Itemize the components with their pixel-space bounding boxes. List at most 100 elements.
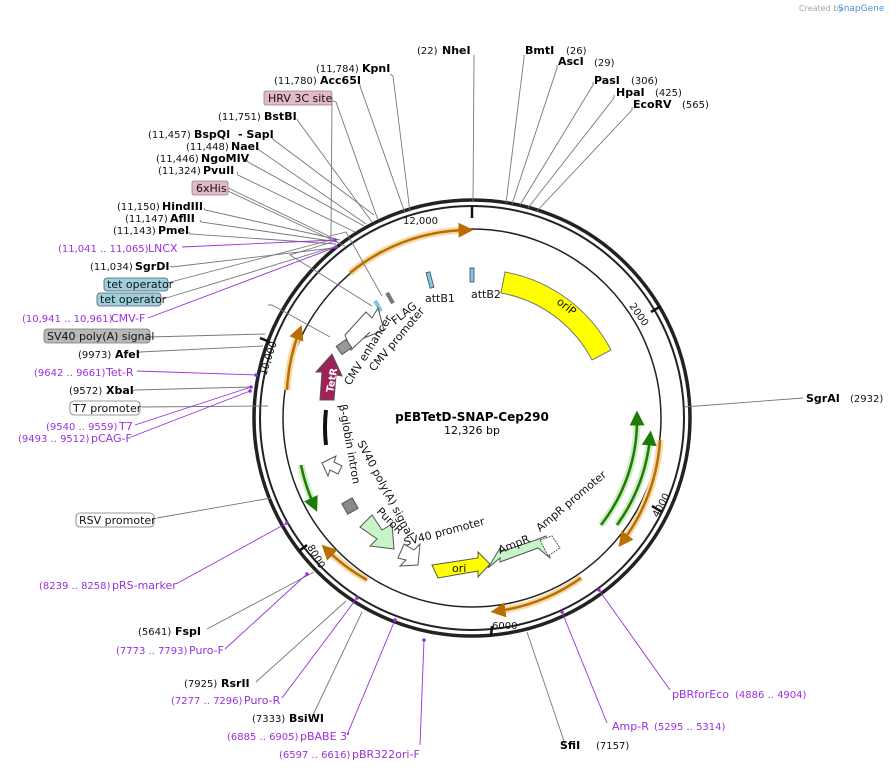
enzyme-naei[interactable]: NaeI: [231, 140, 259, 153]
primer-pbr322ori-f[interactable]: pBR322ori-F: [352, 748, 420, 761]
rsv-promoter-box[interactable]: [75, 512, 155, 528]
enzyme-kpni[interactable]: KpnI: [362, 62, 390, 75]
enzyme-bmti[interactable]: BmtI: [525, 44, 554, 57]
primer-prs-marker[interactable]: pRS-marker: [112, 579, 177, 592]
bglobin-intron-feature[interactable]: [322, 409, 328, 446]
6xhis-box[interactable]: [191, 180, 229, 196]
tetr-label: TetR: [325, 367, 340, 394]
primer-puro-r[interactable]: Puro-R: [244, 694, 281, 707]
enzyme-rsrii[interactable]: FspI: [175, 625, 201, 638]
orip-feature[interactable]: [500, 271, 612, 361]
primer-pos-pbabe3: (6885 .. 6905): [227, 732, 299, 743]
enzyme-pos-rsrii: (5641): [138, 627, 171, 638]
enzyme-asci[interactable]: AscI: [558, 55, 584, 68]
primer-tet-r[interactable]: Tet-R: [105, 366, 134, 379]
tet-operator-box-1[interactable]: [103, 277, 169, 292]
tick-label-12000: 12,000: [403, 216, 438, 227]
enzyme-nhei[interactable]: NheI: [442, 44, 471, 57]
enzyme-pmei[interactable]: PmeI: [158, 224, 189, 237]
primer-puro-f[interactable]: Puro-F: [189, 644, 224, 657]
primer-pos-cmv-f: (10,941 .. 10,961): [22, 314, 113, 325]
enzyme-pos-bmti: (26): [566, 46, 587, 57]
primer-lncx[interactable]: LNCX: [148, 242, 178, 255]
primer-pos-pcag-f: (9493 .. 9512): [18, 434, 90, 445]
ori-feature[interactable]: [431, 550, 491, 579]
enzyme-pos-afei: (9973): [78, 350, 111, 361]
primer-pos-puro-r: (7277 .. 7296): [171, 696, 243, 707]
t7-promoter-box[interactable]: [69, 400, 141, 416]
cmv-promoter-marker[interactable]: [335, 338, 353, 356]
tick-marks: [259, 206, 663, 637]
enzyme-fspi[interactable]: SfiI: [560, 739, 580, 752]
primer-pbrforeco[interactable]: pBRforEco: [672, 688, 729, 701]
primer-pos-pbrforeco: (4886 .. 4904): [735, 690, 807, 701]
enzyme-aflii[interactable]: AflII: [170, 212, 195, 225]
tick-label-4000: 4000: [651, 492, 673, 520]
sv40-promoter-arrow[interactable]: [397, 542, 421, 567]
enzyme-pvuii[interactable]: PvuII: [203, 164, 234, 177]
enzyme-sapi[interactable]: - SapI: [238, 128, 274, 141]
backbone-outer: [252, 198, 692, 638]
tet-operator-label-1: tet operator: [107, 278, 174, 291]
enzyme-bsiwi[interactable]: RsrII: [221, 677, 250, 690]
ampr-promoter-label: AmpR promoter: [534, 468, 610, 534]
attb1-marker[interactable]: [425, 271, 435, 289]
primer-pcag-f[interactable]: pCAG-F: [91, 432, 132, 445]
ampr-promoter-arrow[interactable]: [539, 535, 561, 557]
6xhis-label: 6xHis: [196, 182, 227, 195]
enzyme-ngomiv[interactable]: NgoMIV: [201, 152, 250, 165]
enzyme-ecorv[interactable]: EcoRV: [633, 98, 672, 111]
sv40-polya-marker[interactable]: [341, 497, 359, 515]
attb2-label: attB2: [471, 288, 501, 301]
primer-pos-t7: (9540 .. 9559): [46, 422, 118, 433]
primer-pbabe3[interactable]: pBABE 3': [300, 730, 350, 743]
tick-label-6000: 6000: [492, 621, 517, 632]
enzyme-pos-ecorv: (565): [682, 100, 709, 111]
enzyme-sgrdi[interactable]: SgrDI: [135, 260, 169, 273]
enzyme-sfii[interactable]: BsiWI: [289, 712, 324, 725]
ori-label: ori: [452, 562, 466, 575]
hrv3c-site-box[interactable]: [263, 90, 333, 106]
flag-marker[interactable]: [385, 291, 395, 305]
enzyme-pos-pmei: (11,143): [113, 226, 156, 237]
enzyme-acc65i[interactable]: Acc65I: [320, 74, 361, 87]
primer-t7[interactable]: T7: [118, 420, 133, 433]
attb2-marker[interactable]: [469, 267, 475, 283]
enzyme-pos-nhei: (22): [417, 46, 438, 57]
sv40-polya-box[interactable]: [43, 328, 151, 344]
enzyme-pos-hpai: (425): [655, 88, 682, 99]
enzyme-bstbi[interactable]: BstBI: [264, 110, 297, 123]
enzyme-pos-aflii: (11,147): [125, 214, 168, 225]
enzyme-afei[interactable]: AfeI: [115, 348, 140, 361]
enzyme-pos-fspi: (7157): [596, 741, 629, 752]
credit-text: Created by: [799, 4, 843, 13]
enzyme-pos-pvuii: (11,324): [158, 166, 201, 177]
puror-feature[interactable]: [359, 514, 395, 550]
tag-marker[interactable]: [373, 299, 383, 313]
enzyme-bspqi[interactable]: BspQI: [194, 128, 230, 141]
primer-pos-pbr322ori-f: (6597 .. 6616): [279, 750, 351, 761]
enzyme-xbai[interactable]: XbaI: [106, 384, 134, 397]
tet-operator-label-2: tet operator: [100, 293, 167, 306]
hrv3c-site-label: HRV 3C site: [268, 92, 333, 105]
snapgene-logo: SnapGene: [838, 4, 885, 14]
green-arcs: [297, 410, 657, 528]
enzyme-hindiii[interactable]: HindIII: [162, 200, 203, 213]
orange-arcs: [283, 222, 664, 618]
enzyme-pasi[interactable]: PasI: [594, 74, 620, 87]
primer-cmv-f[interactable]: CMV-F: [111, 312, 145, 325]
plasmid-name: pEBTetD-SNAP-Cep290: [395, 410, 549, 424]
tick-label-8000: 8000: [304, 543, 326, 571]
enzyme-pos-bsiwi: (7925): [184, 679, 217, 690]
tetr-feature[interactable]: [314, 353, 343, 401]
cmv-enhancer-arrow[interactable]: [344, 306, 385, 351]
primer-pos-amp-r: (5295 .. 5314): [654, 722, 726, 733]
tet-operator-box-2[interactable]: [96, 292, 162, 307]
enzyme-sgrai[interactable]: SgrAI: [806, 392, 840, 405]
primer-amp-r[interactable]: Amp-R: [612, 720, 649, 733]
enzyme-pos-naei: (11,448): [186, 142, 229, 153]
enzyme-hpai[interactable]: HpaI: [616, 86, 645, 99]
sv40-polya-arrow-inner[interactable]: [321, 455, 343, 478]
enzyme-pos-kpni: (11,784): [316, 64, 359, 75]
attb1-label: attB1: [425, 292, 455, 305]
